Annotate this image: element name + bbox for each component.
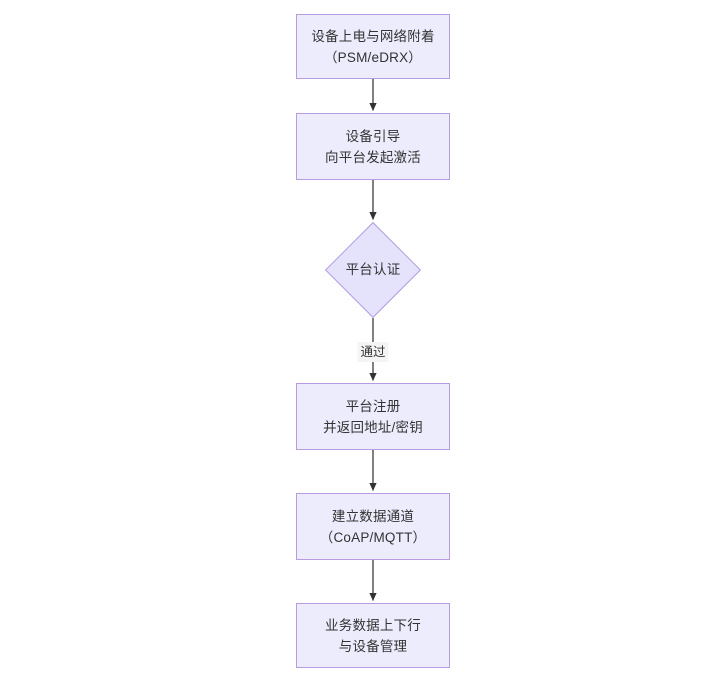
node-bootstrap[interactable]: 设备引导 向平台发起激活	[296, 113, 450, 180]
node-platform-auth[interactable]: 平台认证	[324, 221, 422, 319]
edge-label-pass: 通过	[357, 342, 389, 362]
node-power-on-line-2: （PSM/eDRX）	[323, 49, 423, 65]
node-platform-register-line-2: 并返回地址/密钥	[323, 419, 423, 435]
node-bootstrap-line-2: 向平台发起激活	[325, 149, 421, 165]
node-platform-register[interactable]: 平台注册 并返回地址/密钥	[296, 383, 450, 450]
node-data-channel-line-2: （CoAP/MQTT）	[319, 529, 427, 545]
node-business-data-line-2: 与设备管理	[338, 638, 408, 654]
node-power-on-line-1: 设备上电与网络附着	[311, 28, 435, 44]
node-bootstrap-line-1: 设备引导	[345, 128, 401, 144]
node-business-data[interactable]: 业务数据上下行 与设备管理	[296, 603, 450, 668]
node-platform-register-line-1: 平台注册	[345, 398, 401, 414]
node-platform-auth-label: 平台认证	[345, 262, 401, 277]
node-data-channel[interactable]: 建立数据通道 （CoAP/MQTT）	[296, 493, 450, 560]
node-data-channel-line-1: 建立数据通道	[331, 508, 415, 524]
node-power-on[interactable]: 设备上电与网络附着 （PSM/eDRX）	[296, 14, 450, 79]
node-business-data-line-1: 业务数据上下行	[325, 617, 421, 633]
